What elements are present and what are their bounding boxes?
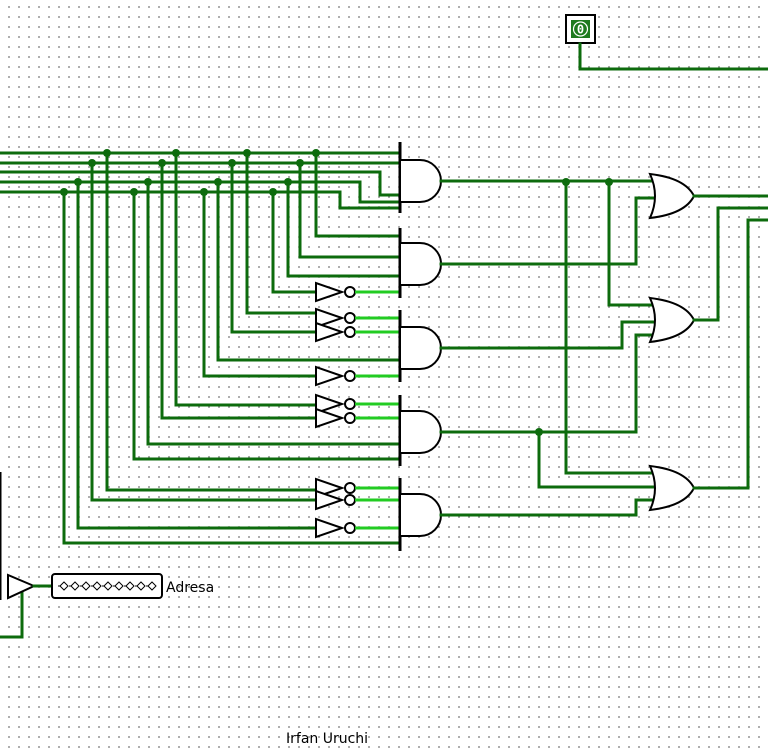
not-gate (315, 517, 400, 539)
not-gate (315, 307, 400, 329)
and-gate-4 (399, 410, 442, 454)
not-gate (315, 393, 400, 415)
and-gates[interactable] (398, 142, 442, 551)
register-label: Adresa (166, 580, 214, 596)
or-gate-1 (648, 172, 696, 220)
or-gate-3 (648, 464, 696, 512)
and-gate-3 (399, 326, 442, 370)
and-to-or-wires[interactable] (439, 179, 656, 517)
or-gate-2 (648, 296, 696, 344)
not-gate (315, 365, 400, 387)
not-gate (315, 321, 400, 343)
and-gate-1 (399, 159, 442, 203)
and-gate-5 (399, 493, 442, 537)
tap-wires[interactable] (62, 151, 402, 545)
input-pin[interactable]: 0 (565, 14, 768, 71)
not-gate (315, 407, 400, 429)
input-bus[interactable] (0, 151, 402, 210)
input-pin-value: 0 (577, 23, 584, 37)
not-gate (315, 281, 400, 303)
or-output-wires[interactable] (692, 194, 768, 490)
not-gates[interactable] (315, 281, 400, 539)
and-gate-2 (399, 242, 442, 286)
or-gates[interactable] (648, 172, 696, 512)
not-gate (315, 477, 400, 499)
author-label: Irfan Uruchi (286, 731, 368, 747)
not-gate (315, 489, 400, 511)
address-register[interactable]: Adresa (0, 472, 214, 639)
